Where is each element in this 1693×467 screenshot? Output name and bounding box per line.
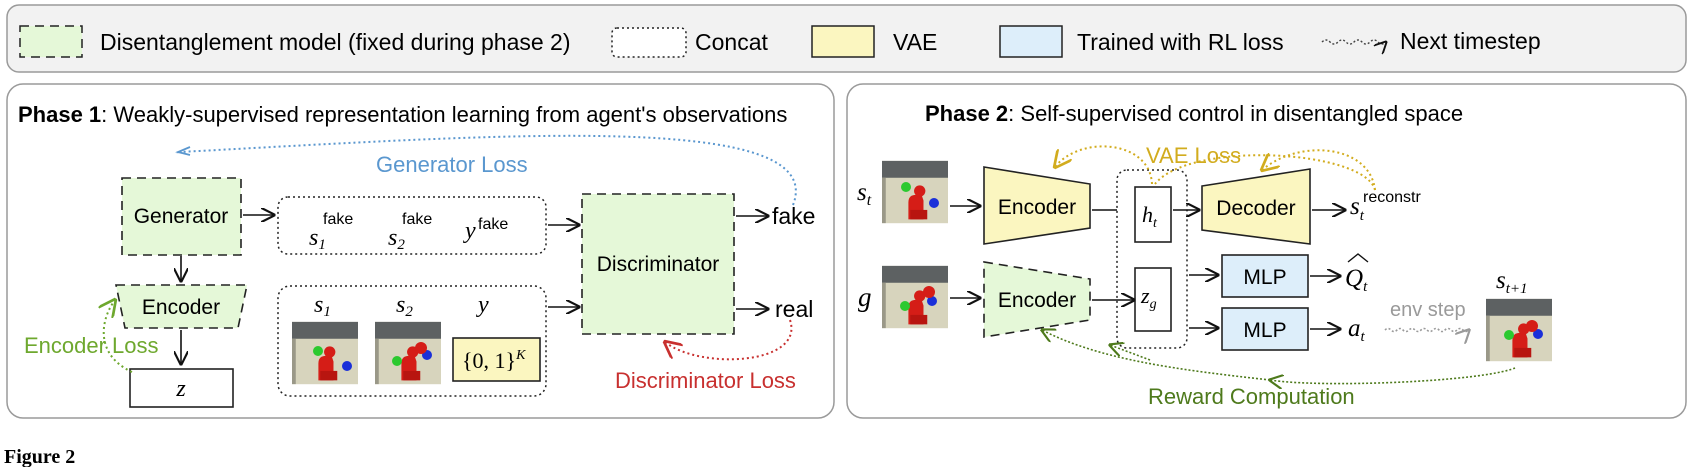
fake-s2: s2 [388, 225, 405, 253]
legend: Disentanglement model (fixed during phas… [6, 4, 1687, 73]
mlp-q-label: MLP [1243, 266, 1286, 289]
recon-sup: reconstr [1363, 189, 1421, 206]
discriminator-box [581, 193, 735, 335]
ht-label: ht [1142, 202, 1158, 231]
reward-computation-label: Reward Computation [1148, 384, 1355, 409]
fake-y-sup: fake [478, 216, 508, 233]
discriminator-label: Discriminator [597, 253, 720, 276]
z-box [129, 368, 234, 408]
real-s2: s2 [396, 292, 413, 320]
y-binary-box [452, 337, 541, 382]
st-label: st [857, 179, 872, 209]
legend-label-rl: Trained with RL loss [1077, 29, 1284, 55]
legend-label-next-timestep: Next timestep [1400, 28, 1541, 54]
phase2-title: Phase 2: Self-supervised control in dise… [925, 101, 1463, 126]
legend-swatch-rl [999, 25, 1063, 58]
legend-swatch-disentanglement [19, 25, 83, 58]
recon-label: st [1350, 193, 1365, 224]
env-step-label: env step [1390, 299, 1466, 321]
reward-arrow-encoder [1042, 330, 1271, 381]
legend-label-disentanglement: Disentanglement model (fixed during phas… [100, 29, 571, 55]
decoder-box [1201, 168, 1311, 245]
disentangled-encoder-box [983, 261, 1091, 338]
discriminator-loss-label: Discriminator Loss [615, 368, 796, 393]
real-y: y [476, 292, 489, 318]
vae-loss-label: VAE Loss [1146, 143, 1241, 168]
at-label: at [1348, 315, 1366, 345]
mlp-q-box [1221, 254, 1309, 298]
g-label: g [858, 282, 872, 312]
zg-label: zg [1140, 283, 1157, 312]
ht-box [1134, 186, 1172, 243]
phase1-title-rest: : Weakly-supervised representation learn… [101, 102, 787, 127]
st1-image [1486, 298, 1552, 362]
legend-swatch-next-timestep [1321, 39, 1386, 44]
decoder-label: Decoder [1216, 197, 1295, 220]
phase2-title-rest: : Self-supervised control in disentangle… [1008, 101, 1463, 126]
phase2-title-bold: Phase 2 [925, 101, 1008, 126]
generator-loss-label: Generator Loss [376, 152, 528, 177]
fake-s1: s1 [309, 225, 326, 253]
phase2-frame [846, 83, 1687, 419]
generator-loss-arrowhead [175, 146, 191, 156]
fake-output-label: fake [772, 203, 815, 229]
phase1-panel: Phase 1: Weakly-supervised representatio… [6, 83, 835, 419]
phase1-encoder-box [115, 284, 248, 329]
legend-label-vae: VAE [893, 29, 937, 55]
real-output-label: real [775, 296, 813, 322]
real-s2-image [375, 321, 441, 385]
y-binary-label: {0, 1}K [462, 348, 526, 373]
legend-label-concat: Concat [695, 29, 768, 55]
phase2-panel: Phase 2: Self-supervised control in dise… [846, 83, 1687, 419]
z-label: z [175, 376, 186, 402]
vae-encoder-label: Encoder [998, 196, 1076, 219]
legend-swatch-vae [811, 25, 875, 58]
real-s1-image [292, 321, 358, 385]
phase1-title-bold: Phase 1 [18, 102, 101, 127]
zg-box [1134, 267, 1172, 332]
qhat-hat [1347, 253, 1369, 263]
g-image [882, 265, 948, 329]
reward-arrow-zg [1110, 345, 1151, 361]
figure-caption: Figure 2 [4, 446, 75, 467]
st-image [882, 160, 948, 224]
phase1-title: Phase 1: Weakly-supervised representatio… [18, 102, 787, 127]
generator-box [121, 177, 242, 256]
fake-s2-sup: fake [402, 211, 432, 228]
mlp-a-box [1221, 307, 1309, 351]
fake-s1-sup: fake [323, 211, 353, 228]
phase1-encoder-label: Encoder [142, 296, 220, 319]
generator-label: Generator [134, 205, 229, 228]
st1-label: st+1 [1496, 267, 1528, 297]
vae-encoder-box [983, 166, 1091, 245]
disentangled-encoder-label: Encoder [998, 289, 1076, 312]
qhat-label: Qt [1345, 265, 1368, 295]
real-s1: s1 [314, 292, 331, 320]
legend-swatch-concat [611, 27, 687, 58]
fake-concat-box [277, 196, 547, 255]
fake-y: y [463, 218, 476, 244]
vae-loss-arc [1154, 154, 1376, 191]
encoder-loss-label: Encoder Loss [24, 333, 159, 358]
encoder-loss-arrow [104, 300, 133, 373]
mlp-a-label: MLP [1243, 319, 1286, 342]
